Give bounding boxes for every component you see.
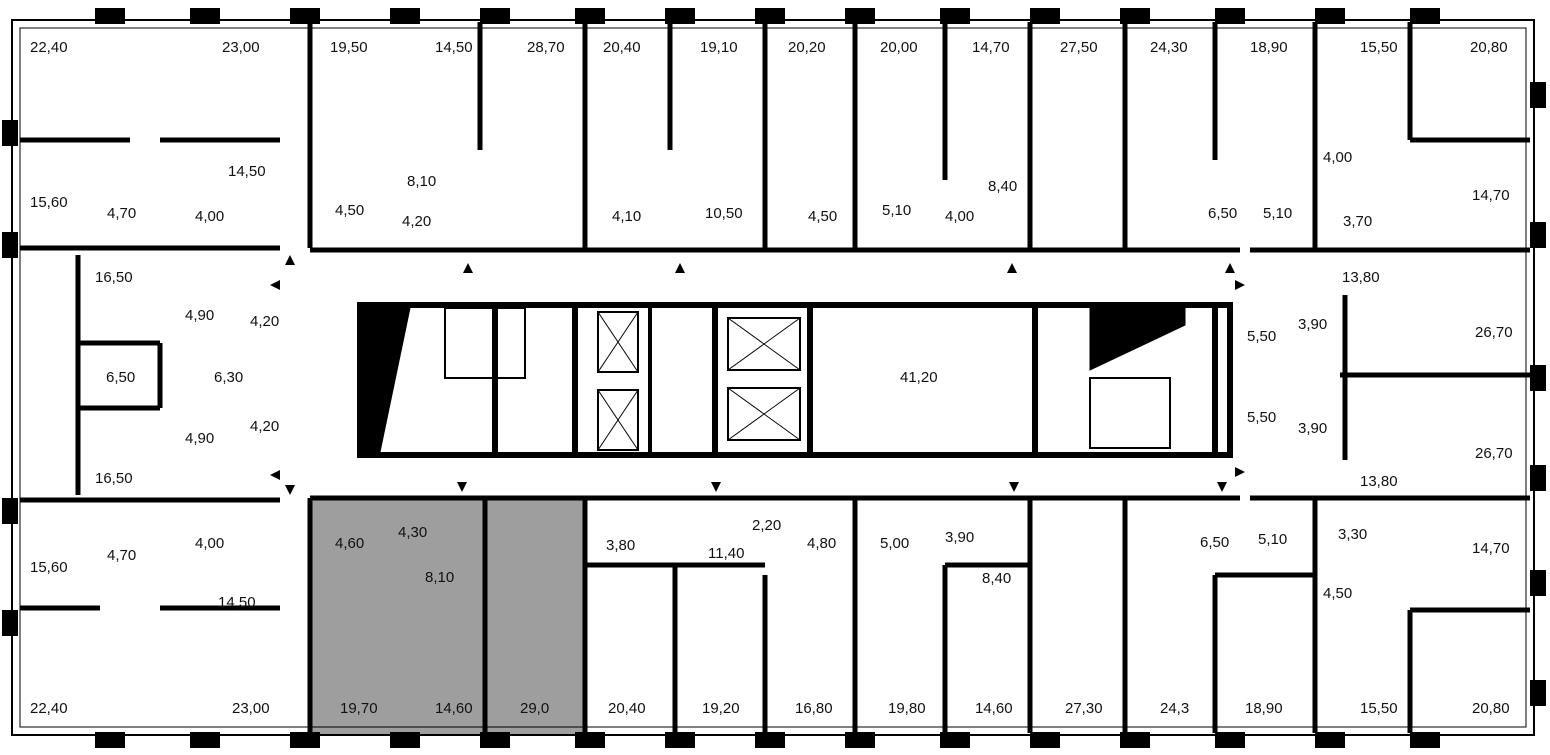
room-area: 5,50	[1247, 328, 1276, 345]
room-area: 19,10	[700, 39, 738, 56]
room-area: 6,50	[1200, 534, 1229, 551]
room-area: 4,50	[335, 202, 364, 219]
room-area: 4,20	[250, 418, 279, 435]
room-area: 5,50	[1247, 409, 1276, 426]
room-area: 3,70	[1343, 213, 1372, 230]
room-area: 22,40	[30, 39, 68, 56]
room-area: 24,30	[1150, 39, 1188, 56]
room-area: 2,20	[752, 517, 781, 534]
room-area: 3,30	[1338, 526, 1367, 543]
room-area: 15,60	[30, 194, 68, 211]
room-area: 4,00	[195, 208, 224, 225]
room-area: 24,3	[1160, 700, 1189, 717]
room-area: 5,00	[880, 535, 909, 552]
room-area: 3,80	[606, 537, 635, 554]
room-area: 4,90	[185, 307, 214, 324]
room-area: 8,10	[425, 569, 454, 586]
room-area: 14,60	[975, 700, 1013, 717]
room-area: 23,00	[232, 700, 270, 717]
room-area: 14,50	[218, 594, 256, 611]
room-labels: 22,40 23,00 19,50 14,50 28,70 20,40 19,1…	[30, 39, 1513, 717]
room-area: 6,30	[214, 369, 243, 386]
room-area: 27,50	[1060, 39, 1098, 56]
room-area: 5,10	[1258, 531, 1287, 548]
room-area: 3,90	[1298, 420, 1327, 437]
room-area: 11,40	[708, 545, 744, 562]
room-area: 5,10	[1263, 205, 1292, 222]
room-area: 27,30	[1065, 700, 1103, 717]
room-area: 13,80	[1360, 473, 1398, 490]
room-area: 20,20	[788, 39, 826, 56]
room-area: 29,0	[520, 700, 549, 717]
room-area: 6,50	[106, 369, 135, 386]
room-area: 6,50	[1208, 205, 1237, 222]
room-area: 8,40	[988, 178, 1017, 195]
room-area: 4,10	[612, 208, 641, 225]
building-core	[357, 302, 1233, 458]
room-area: 28,70	[527, 39, 565, 56]
room-area: 41,20	[900, 369, 938, 386]
room-area: 8,10	[407, 173, 436, 190]
room-area: 14,50	[228, 163, 266, 180]
room-area: 16,80	[795, 700, 833, 717]
room-area: 14,60	[435, 700, 473, 717]
room-area: 15,50	[1360, 39, 1398, 56]
room-area: 4,20	[402, 213, 431, 230]
room-area: 3,90	[1298, 316, 1327, 333]
room-area: 8,40	[982, 570, 1011, 587]
room-area: 4,50	[1323, 585, 1352, 602]
room-area: 4,00	[1323, 149, 1352, 166]
room-area: 16,50	[95, 269, 133, 286]
room-area: 13,80	[1342, 269, 1380, 286]
room-area: 20,40	[603, 39, 641, 56]
room-area: 3,90	[945, 529, 974, 546]
room-area: 4,90	[185, 430, 214, 447]
room-area: 14,70	[972, 39, 1010, 56]
room-area: 4,00	[195, 535, 224, 552]
room-area: 15,60	[30, 559, 68, 576]
room-area: 22,40	[30, 700, 68, 717]
room-area: 19,50	[330, 39, 368, 56]
room-area: 20,80	[1472, 700, 1510, 717]
room-area: 26,70	[1475, 445, 1513, 462]
room-area: 14,50	[435, 39, 473, 56]
room-area: 4,50	[808, 208, 837, 225]
room-area: 10,50	[705, 205, 743, 222]
room-area: 19,20	[702, 700, 740, 717]
room-area: 26,70	[1475, 324, 1513, 341]
room-area: 20,00	[880, 39, 918, 56]
room-area: 14,70	[1472, 187, 1510, 204]
highlighted-apartment[interactable]	[310, 500, 585, 735]
room-area: 4,00	[945, 208, 974, 225]
room-area: 16,50	[95, 470, 133, 487]
room-area: 18,90	[1245, 700, 1283, 717]
room-area: 4,70	[107, 547, 136, 564]
room-area: 4,60	[335, 535, 364, 552]
facade-columns	[2, 8, 1546, 748]
room-area: 20,40	[608, 700, 646, 717]
room-area: 20,80	[1470, 39, 1508, 56]
room-area: 18,90	[1250, 39, 1288, 56]
partition-walls	[20, 22, 1530, 733]
room-area: 14,70	[1472, 540, 1510, 557]
room-area: 5,10	[882, 202, 911, 219]
room-area: 4,20	[250, 313, 279, 330]
room-area: 15,50	[1360, 700, 1398, 717]
exit-arrows	[270, 255, 1245, 495]
room-area: 19,80	[888, 700, 926, 717]
room-area: 4,70	[107, 205, 136, 222]
room-area: 23,00	[222, 39, 260, 56]
room-area: 4,30	[398, 524, 427, 541]
room-area: 19,70	[340, 700, 378, 717]
room-area: 4,80	[807, 535, 836, 552]
